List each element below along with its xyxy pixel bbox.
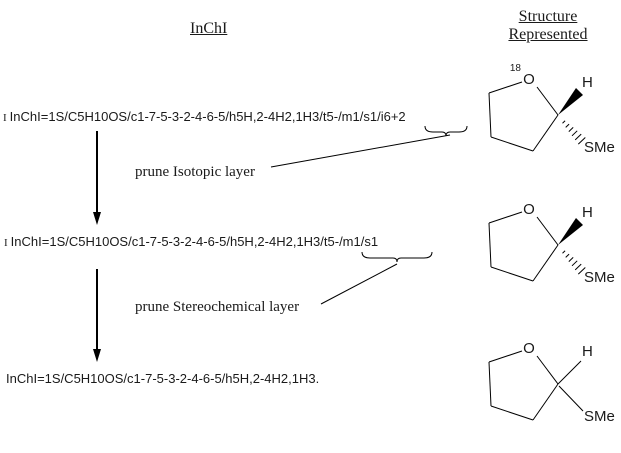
annotation-line-isotopic [270,134,451,168]
hash-bond [562,250,586,275]
structure-stereo: O H SMe [488,201,615,286]
column-header-structure: Structure Represented [498,8,598,44]
hash-bond [562,120,586,145]
structure-flat: O H SMe [488,340,615,425]
label-prune-stereochemical: prune Stereochemical layer [135,299,300,315]
hydrogen-label: H [582,74,593,91]
hydrogen-label: H [582,204,593,221]
hydrogen-label: H [582,343,593,360]
plain-bond-h [557,360,582,385]
column-header-inchi: InChI [190,20,228,37]
oxygen-label: O [523,71,535,88]
inchi-prefix-2: I [4,237,8,249]
oxygen-label: O [523,340,535,357]
label-prune-isotopic: prune Isotopic layer [135,164,255,180]
inchi-string-base: InChI=1S/C5H10OS/c1-7-5-3-2-4-6-5/h5H,2-… [6,371,319,386]
inchi-prefix-1: I [3,112,7,124]
annotation-line-stereo [320,263,398,305]
oxygen-label: O [523,201,535,218]
down-arrow-2-icon [93,269,101,362]
down-arrow-1-icon [93,131,101,225]
structure-header-line1: Structure [518,8,578,25]
inchi-text-1: InChI=1S/C5H10OS/c1-7-5-3-2-4-6-5/h5H,2-… [9,109,406,124]
structure-isotopic-stereo: 18 O H SMe [488,63,615,156]
underbrace-stereo-layer [361,251,433,263]
wedge-bond [558,88,583,115]
structure-header-line2: Represented [508,26,588,43]
wedge-bond [558,218,583,245]
plain-bond-sme [558,385,584,412]
isotope-label: 18 [510,63,522,74]
sme-label: SMe [584,269,615,286]
sme-label: SMe [584,408,615,425]
sme-label: SMe [584,139,615,156]
inchi-text-2: InChI=1S/C5H10OS/c1-7-5-3-2-4-6-5/h5H,2-… [10,234,379,249]
inchi-text-3: InChI=1S/C5H10OS/c1-7-5-3-2-4-6-5/h5H,2-… [6,371,320,386]
